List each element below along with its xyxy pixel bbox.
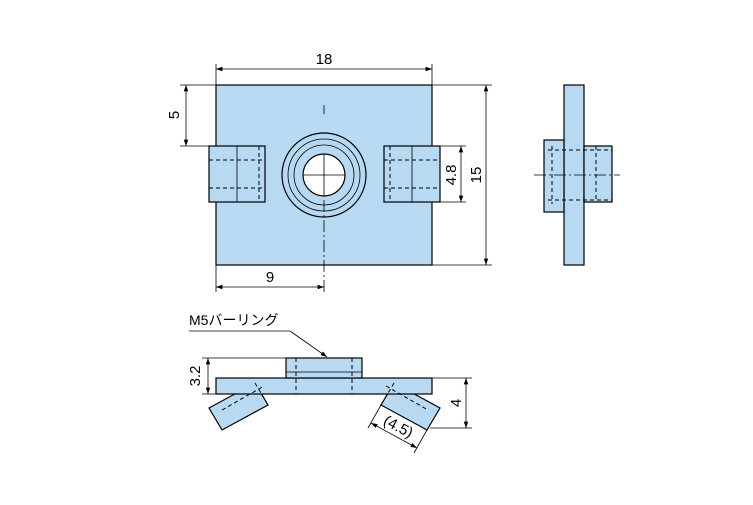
bottom-burring	[285, 357, 363, 379]
burring-label: M5バーリング	[189, 312, 278, 328]
dim-slot-height: 4.8	[440, 145, 466, 203]
side-tab	[583, 145, 613, 203]
side-burring	[543, 139, 565, 213]
dim-slot-height-label: 4.8	[443, 165, 460, 186]
dim-height: 15	[432, 84, 492, 266]
dim-half-width: 9	[215, 265, 324, 292]
dim-height-label: 15	[468, 167, 485, 184]
front-view	[208, 84, 441, 292]
dim-half-width-label: 9	[266, 269, 274, 286]
dim-top-offset: 5	[166, 84, 216, 147]
burring-callout: M5バーリング	[189, 312, 328, 358]
dim-thickness-top-label: 3.2	[187, 366, 204, 387]
dim-thickness-side-label: 4	[448, 399, 465, 407]
side-view	[534, 84, 620, 266]
bottom-view	[208, 357, 441, 431]
dim-width-label: 18	[316, 51, 333, 68]
dim-thickness-side: 4	[430, 377, 472, 429]
dim-width: 18	[215, 51, 433, 85]
dim-top-offset-label: 5	[166, 111, 183, 119]
bottom-plate	[215, 377, 433, 395]
dim-thickness-top: 3.2	[187, 357, 286, 395]
